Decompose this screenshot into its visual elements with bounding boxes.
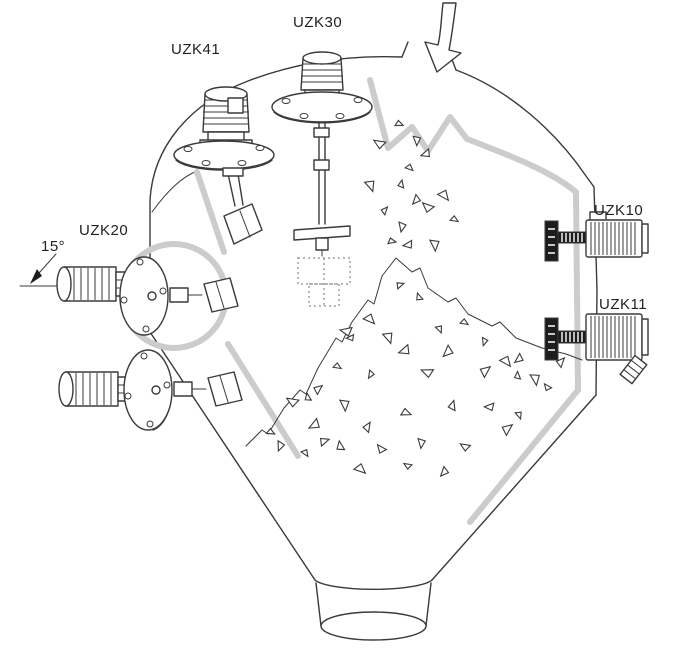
label-uzk41: UZK41 [171,41,221,58]
material-particles [267,280,567,479]
label-uzk10: UZK10 [594,202,644,219]
label-angle-15: 15° [41,238,66,255]
sensor-ghost-position [297,257,351,307]
sensor-uzk10-graphic [544,211,649,262]
pile-surface-line [245,257,583,447]
label-uzk30: UZK30 [293,14,343,31]
sensor-uzk20-graphic [19,256,239,336]
sensor-uzk41-graphic [173,86,275,245]
falling-material-particles [365,120,460,252]
angle-annotation [30,253,57,284]
label-uzk11: UZK11 [599,296,648,313]
outlet [314,579,433,641]
angle-arrow-icon [30,269,42,284]
sensor-uzk30-graphic [271,51,373,307]
inlet-arrow [424,2,462,73]
sensor-uzk11-graphic [544,313,649,385]
label-uzk20: UZK20 [79,222,129,239]
sensor-lower-left-graphic [58,349,243,431]
material-pile [246,258,582,522]
